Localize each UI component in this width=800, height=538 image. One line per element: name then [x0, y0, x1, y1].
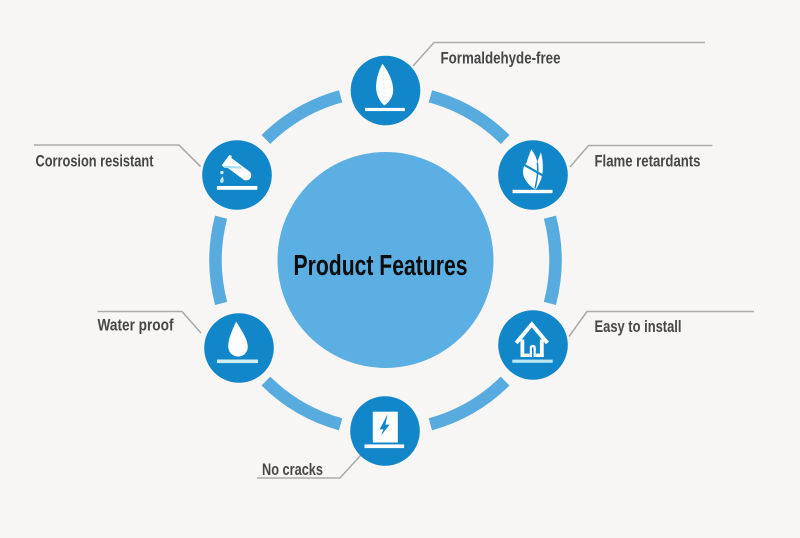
svg-text:Easy to install: Easy to install [595, 318, 682, 336]
svg-text:Flame retardants: Flame retardants [595, 153, 701, 171]
svg-text:Product Features: Product Features [294, 250, 468, 282]
svg-text:Formaldehyde-free: Formaldehyde-free [441, 50, 561, 68]
svg-text:Water proof: Water proof [98, 317, 174, 335]
svg-text:Corrosion resistant: Corrosion resistant [36, 153, 154, 171]
svg-text:No cracks: No cracks [262, 461, 323, 479]
